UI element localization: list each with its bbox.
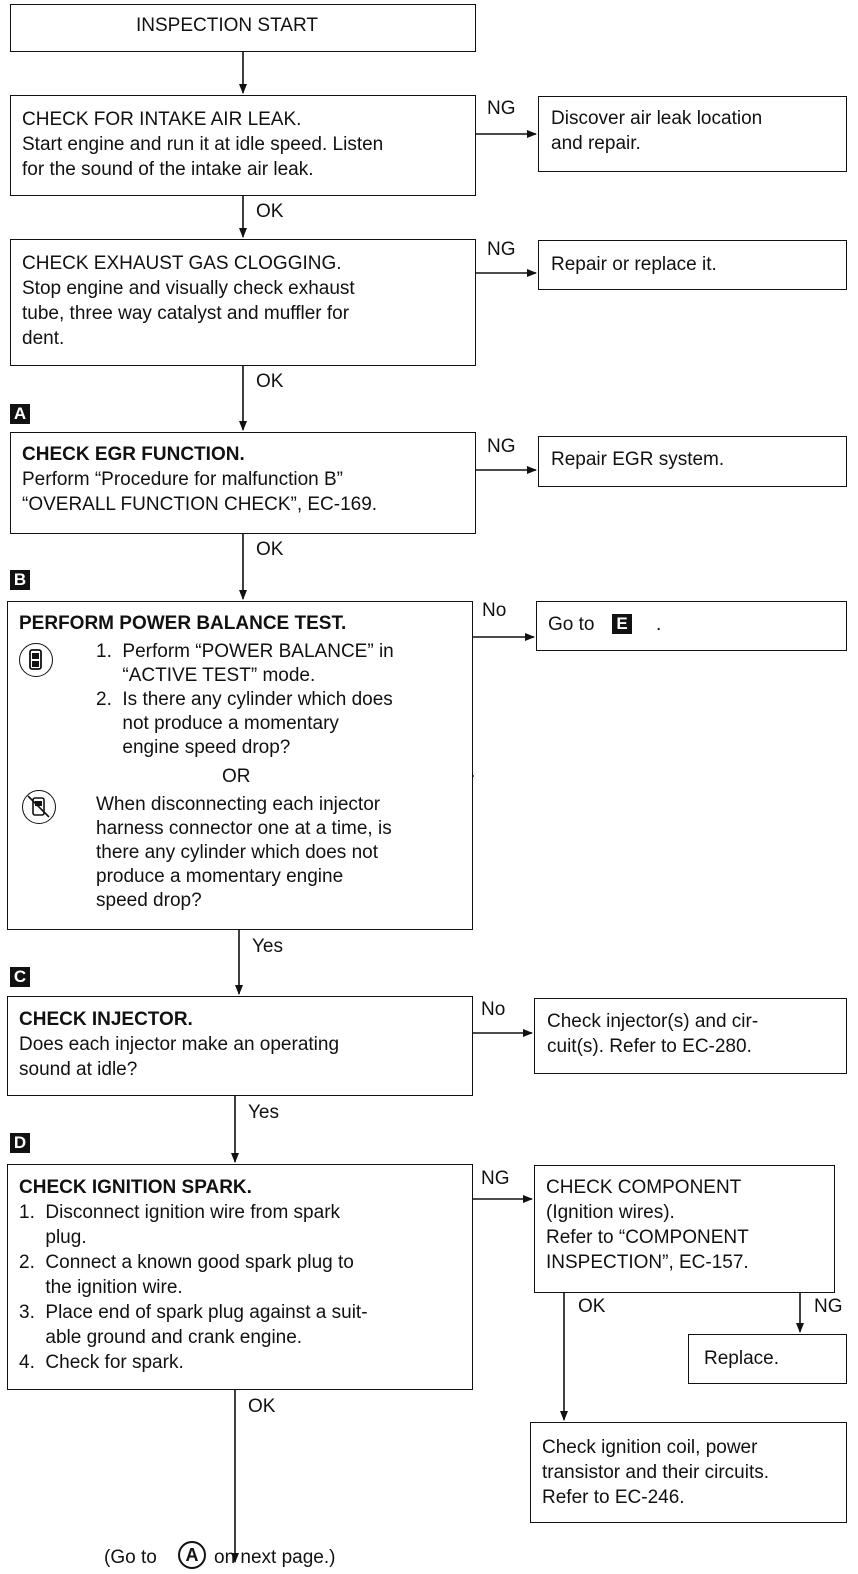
go-to-e-text: Go to [548,614,595,635]
alt-method-line-4: produce a momentary engine [96,866,344,887]
check-injector-box [7,996,473,1096]
egr-function-line-2: Perform “Procedure for malfunction B” [22,469,344,490]
ignition-coil-line-2: transistor and their circuits. [542,1462,770,1483]
exhaust-clogging-line-1: CHECK EXHAUST GAS CLOGGING. [22,253,342,274]
check-component-box [534,1165,835,1293]
component-ok-label: OK [578,1296,606,1317]
check-component-line-1: CHECK COMPONENT [546,1177,742,1198]
alt-method-line-1: When disconnecting each injector [96,794,381,815]
ignition-spark-line-6: 3. Place end of spark plug against a sui… [19,1302,368,1323]
replace-box [688,1334,847,1384]
intake-air-leak-line-1: CHECK FOR INTAKE AIR LEAK. [22,109,302,130]
ignition-spark-title: CHECK IGNITION SPARK. [19,1177,252,1198]
check-injector-line-2: Does each injector make an operating [19,1034,340,1055]
footer-post: on next page.) [214,1547,336,1568]
component-ng-label: NG [814,1296,843,1317]
marker-e: E [612,614,632,634]
ignition-spark-line-5: the ignition wire. [19,1277,183,1298]
air-leak-repair-line-2: and repair. [551,133,641,154]
alt-method-line-5: speed drop? [96,890,202,911]
exhaust-clogging-box [10,239,476,366]
go-to-e-period: . [656,614,662,635]
ignition-spark-line-8: 4. Check for spark. [19,1352,184,1373]
go-to-e-box [536,601,847,651]
replace-text: Replace. [704,1348,779,1369]
power-balance-step-1a: 1. Perform “POWER BALANCE” in [96,641,394,662]
egr-function-box [10,432,476,534]
egr-function-line-3: “OVERALL FUNCTION CHECK”, EC-169. [22,494,378,515]
marker-d: D [10,1133,30,1153]
check-component-line-4: INSPECTION”, EC-157. [546,1252,749,1273]
s5-no-label: No [481,999,506,1020]
repair-replace-text: Repair or replace it. [551,254,717,275]
egr-function-title: CHECK EGR FUNCTION. [22,444,245,465]
no-tools-icon [22,790,56,824]
s2-ng-label: NG [487,239,516,260]
injector-circuit-line-2: cuit(s). Refer to EC-280. [547,1036,752,1057]
or-separator-label: OR [222,766,251,787]
ignition-coil-line-1: Check ignition coil, power [542,1437,758,1458]
power-balance-box [7,601,473,930]
exhaust-clogging-line-2: Stop engine and visually check exhaust [22,278,355,299]
footer-marker-a: A [178,1541,206,1569]
check-component-line-3: Refer to “COMPONENT [546,1227,749,1248]
air-leak-repair-box [538,96,847,172]
repair-replace-box [538,240,847,290]
alt-method-line-3: there any cylinder which does not [96,842,378,863]
marker-c: C [10,967,30,987]
intake-air-leak-line-3: for the sound of the intake air leak. [22,159,314,180]
intake-air-leak-line-2: Start engine and run it at idle speed. L… [22,134,384,155]
air-leak-repair-line-1: Discover air leak location [551,108,763,129]
intake-air-leak-box [10,95,476,196]
repair-egr-text: Repair EGR system. [551,449,725,470]
ignition-coil-line-3: Refer to EC-246. [542,1487,685,1508]
footer-marker-a-letter: A [185,1545,199,1565]
power-balance-step-1b: “ACTIVE TEST” mode. [96,665,316,686]
inspection-start-box [10,4,476,52]
s2-ok-label: OK [256,371,284,392]
power-balance-step-2a: 2. Is there any cylinder which does [96,689,393,710]
s6-ok-label: OK [248,1396,276,1417]
ignition-spark-box [7,1164,473,1390]
exhaust-clogging-line-4: dent. [22,328,65,349]
s4-yes-label: Yes [252,936,283,957]
power-balance-title: PERFORM POWER BALANCE TEST. [19,613,347,634]
injector-circuit-box [534,998,847,1074]
injector-circuit-line-1: Check injector(s) and cir- [547,1011,759,1032]
footer-pre: (Go to [104,1547,157,1568]
marker-b: B [10,570,30,590]
s5-yes-label: Yes [248,1102,279,1123]
power-balance-step-2c: engine speed drop? [96,737,291,758]
repair-egr-box [538,436,847,487]
check-injector-line-3: sound at idle? [19,1059,138,1080]
s6-ng-label: NG [481,1168,510,1189]
s3-ng-label: NG [487,436,516,457]
inspection-start-label: INSPECTION START [136,15,318,36]
exhaust-clogging-line-3: tube, three way catalyst and muffler for [22,303,350,324]
check-injector-title: CHECK INJECTOR. [19,1009,193,1030]
s3-ok-label: OK [256,539,284,560]
marker-a: A [10,404,30,424]
check-component-line-2: (Ignition wires). [546,1202,675,1223]
ignition-spark-line-2: 1. Disconnect ignition wire from spark [19,1202,341,1223]
ignition-coil-box [530,1422,847,1523]
ignition-spark-line-3: plug. [19,1227,87,1248]
consult-tester-icon [19,643,53,677]
s4-no-label: No [482,600,507,621]
s1-ok-label: OK [256,201,284,222]
power-balance-step-2b: not produce a momentary [96,713,339,734]
ignition-spark-line-7: able ground and crank engine. [19,1327,303,1348]
s1-ng-label: NG [487,98,516,119]
alt-method-line-2: harness connector one at a time, is [96,818,392,839]
ignition-spark-line-4: 2. Connect a known good spark plug to [19,1252,354,1273]
